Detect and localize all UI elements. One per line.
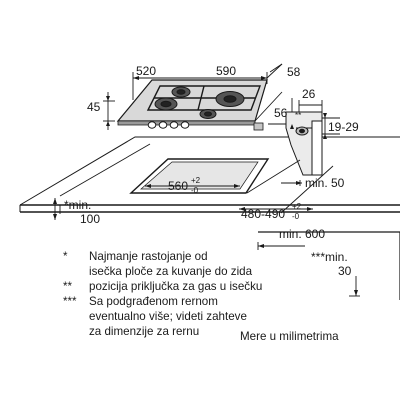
wall-lines [258, 231, 400, 300]
units-note: Mere u milimetrima [240, 330, 339, 343]
dim-min-50: min. 50 [305, 176, 345, 190]
dim-min-30-value: 30 [338, 264, 352, 278]
dim-520: 520 [136, 64, 156, 78]
gas-position-marker: ** [295, 111, 301, 120]
dimension-arrows [53, 76, 358, 296]
footnote-3-line-2: eventualno više; videti zahteve [89, 310, 247, 323]
footnote-3: *** Sa podgrađenom rernom [63, 294, 400, 309]
footnote-3-cont-2: za dimenzije za rernu [63, 324, 400, 339]
dim-cutout-depth-tol-plus: +2 [292, 202, 302, 211]
footnote-1: * Najmanje rastojanje od [63, 249, 400, 264]
dim-590: 590 [216, 64, 236, 78]
dimension-lines [103, 63, 340, 138]
footnote-1-cont: isečka ploče za kuvanje do zida [63, 264, 400, 279]
footnotes: * Najmanje rastojanje od isečka ploče za… [63, 249, 400, 339]
worktop-cutout [129, 158, 270, 194]
hob-appliance [116, 79, 268, 131]
dim-cutout-depth-tol-minus: -0 [292, 212, 300, 221]
dim-min-30-prefix: ***min. [311, 250, 348, 264]
gas-connector [253, 122, 264, 131]
footnote-1-line-1: Najmanje rastojanje od [89, 250, 208, 263]
dim-cutout-depth: 480-490 [241, 207, 285, 221]
dim-56: 56 [274, 106, 288, 120]
footnote-2-key: ** [63, 280, 73, 293]
footnote-3-cont-1: eventualno više; videti zahteve [63, 309, 400, 324]
hob-side-profile [285, 111, 323, 176]
dim-19-29: 19-29 [328, 120, 359, 134]
dim-min-600: min. 600 [279, 227, 325, 241]
burner-icons [154, 86, 245, 119]
dimension-labels: 520 590 58 45 26 56 ** 19-29 560 +2 -0 4… [64, 64, 359, 278]
footnote-2-line-1: pozicija priključka za gas u isečku [89, 280, 263, 293]
footnote-3-key: *** [63, 295, 77, 308]
dim-min-100-prefix: *min. [64, 198, 91, 212]
control-knobs [147, 121, 190, 129]
dim-cutout-width-tol-minus: -0 [191, 186, 199, 195]
footnote-1-line-2: isečka ploče za kuvanje do zida [89, 265, 253, 278]
footnote-2: ** pozicija priključka za gas u isečku [63, 279, 400, 294]
dim-cutout-width: 560 [168, 179, 188, 193]
cutout-dimension-lines [54, 143, 360, 297]
footnote-3-line-1: Sa podgrađenom rernom [89, 295, 218, 308]
footnote-1-key: * [63, 250, 68, 263]
dim-min-100-value: 100 [80, 212, 100, 226]
dim-cutout-width-tol-plus: +2 [191, 176, 201, 185]
dim-26: 26 [302, 87, 316, 101]
dim-58: 58 [287, 65, 301, 79]
dim-45: 45 [87, 100, 101, 114]
footnote-3-line-3: za dimenzije za rernu [89, 325, 200, 338]
